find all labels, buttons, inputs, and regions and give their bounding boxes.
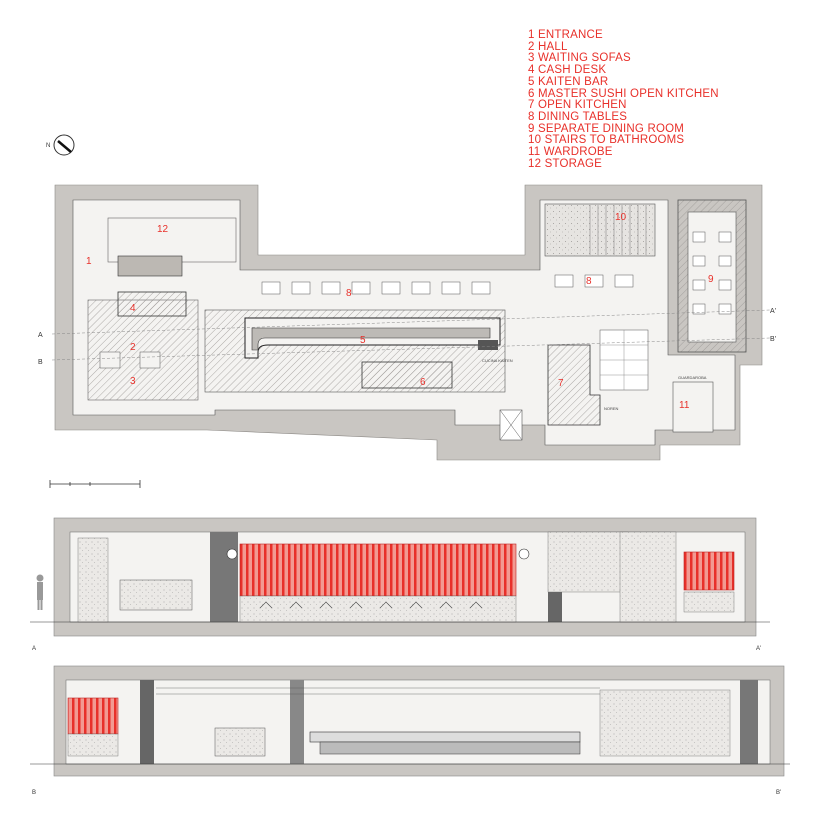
svg-text:N: N [46,143,50,149]
label-cucina-kaiten: CUCINA KAITEN [482,358,513,363]
section-a-a: A A' [30,517,770,652]
human-figure-icon [36,574,44,610]
dining-tables-row [261,274,634,295]
room-number-4: 4 [130,303,136,314]
room-legend: 1 ENTRANCE 2 HALL 3 WAITING SOFAS 4 CASH… [528,29,719,170]
legend-item-dining-tables: 8 DINING TABLES [528,110,628,123]
room-number-2: 2 [130,342,136,353]
section-mark-b: B [38,359,43,366]
separate-dining-room [677,199,747,353]
section-b-prime-label: B' [776,790,781,796]
legend-item-separate-dining-room: 9 SEPARATE DINING ROOM [528,122,685,135]
room-number-9: 9 [708,274,714,285]
room-number-6: 6 [420,377,426,388]
wardrobe [499,381,714,441]
section-a-label: A [32,646,36,652]
scale-bar [49,480,141,488]
hall-area [87,299,199,401]
kaiten-red-wall [239,543,517,597]
stairs-to-bathrooms [544,203,656,257]
section-mark-a-prime: A' [770,308,776,315]
legend-item-storage: 12 STORAGE [528,157,603,170]
section-a-prime-label: A' [756,646,761,652]
dining-room-red-wall [683,551,735,591]
legend-item-waiting-sofas: 3 WAITING SOFAS [528,52,631,65]
legend-item-master-sushi: 6 MASTER SUSHI OPEN KITCHEN [528,87,719,100]
room-numbers: 1 2 3 4 5 6 7 8 8 9 10 11 12 [86,212,714,411]
legend-item-open-kitchen: 7 OPEN KITCHEN [528,99,627,112]
section-b-b: B B' [30,665,790,796]
kaiten-bar-zone [204,309,506,393]
storage-room [107,217,237,263]
label-noren: NOREN [604,406,619,411]
legend-item-cash-desk: 4 CASH DESK [528,64,607,77]
section-mark-a: A [38,332,43,339]
legend-item-stairs-to-bathrooms: 10 STAIRS TO BATHROOMS [528,134,685,147]
open-kitchen [547,329,649,426]
room-number-11: 11 [679,400,690,411]
legend-item-wardrobe: 11 WARDROBE [528,146,613,159]
floor-plan: N [38,134,776,488]
room-number-1: 1 [86,256,92,267]
room-number-8b: 8 [586,276,592,287]
label-guardaroba: GUARDAROBA [678,375,707,380]
legend-item-entrance: 1 ENTRANCE [528,29,603,41]
legend-item-kaiten-bar: 5 KAITEN BAR [528,75,609,88]
legend-item-hall: 2 HALL [528,40,568,53]
room-number-12: 12 [157,224,169,235]
room-number-7: 7 [558,378,564,389]
cash-desk [117,255,187,317]
north-arrow-icon: N [46,134,75,156]
room-number-8a: 8 [346,288,352,299]
room-number-5: 5 [360,335,366,346]
section-markers: A A' B B' [38,308,776,366]
room-number-3: 3 [130,376,136,387]
section-b-red-wall [67,697,119,735]
section-b-label: B [32,790,36,796]
section-mark-b-prime: B' [770,336,776,343]
room-number-10: 10 [615,212,627,223]
